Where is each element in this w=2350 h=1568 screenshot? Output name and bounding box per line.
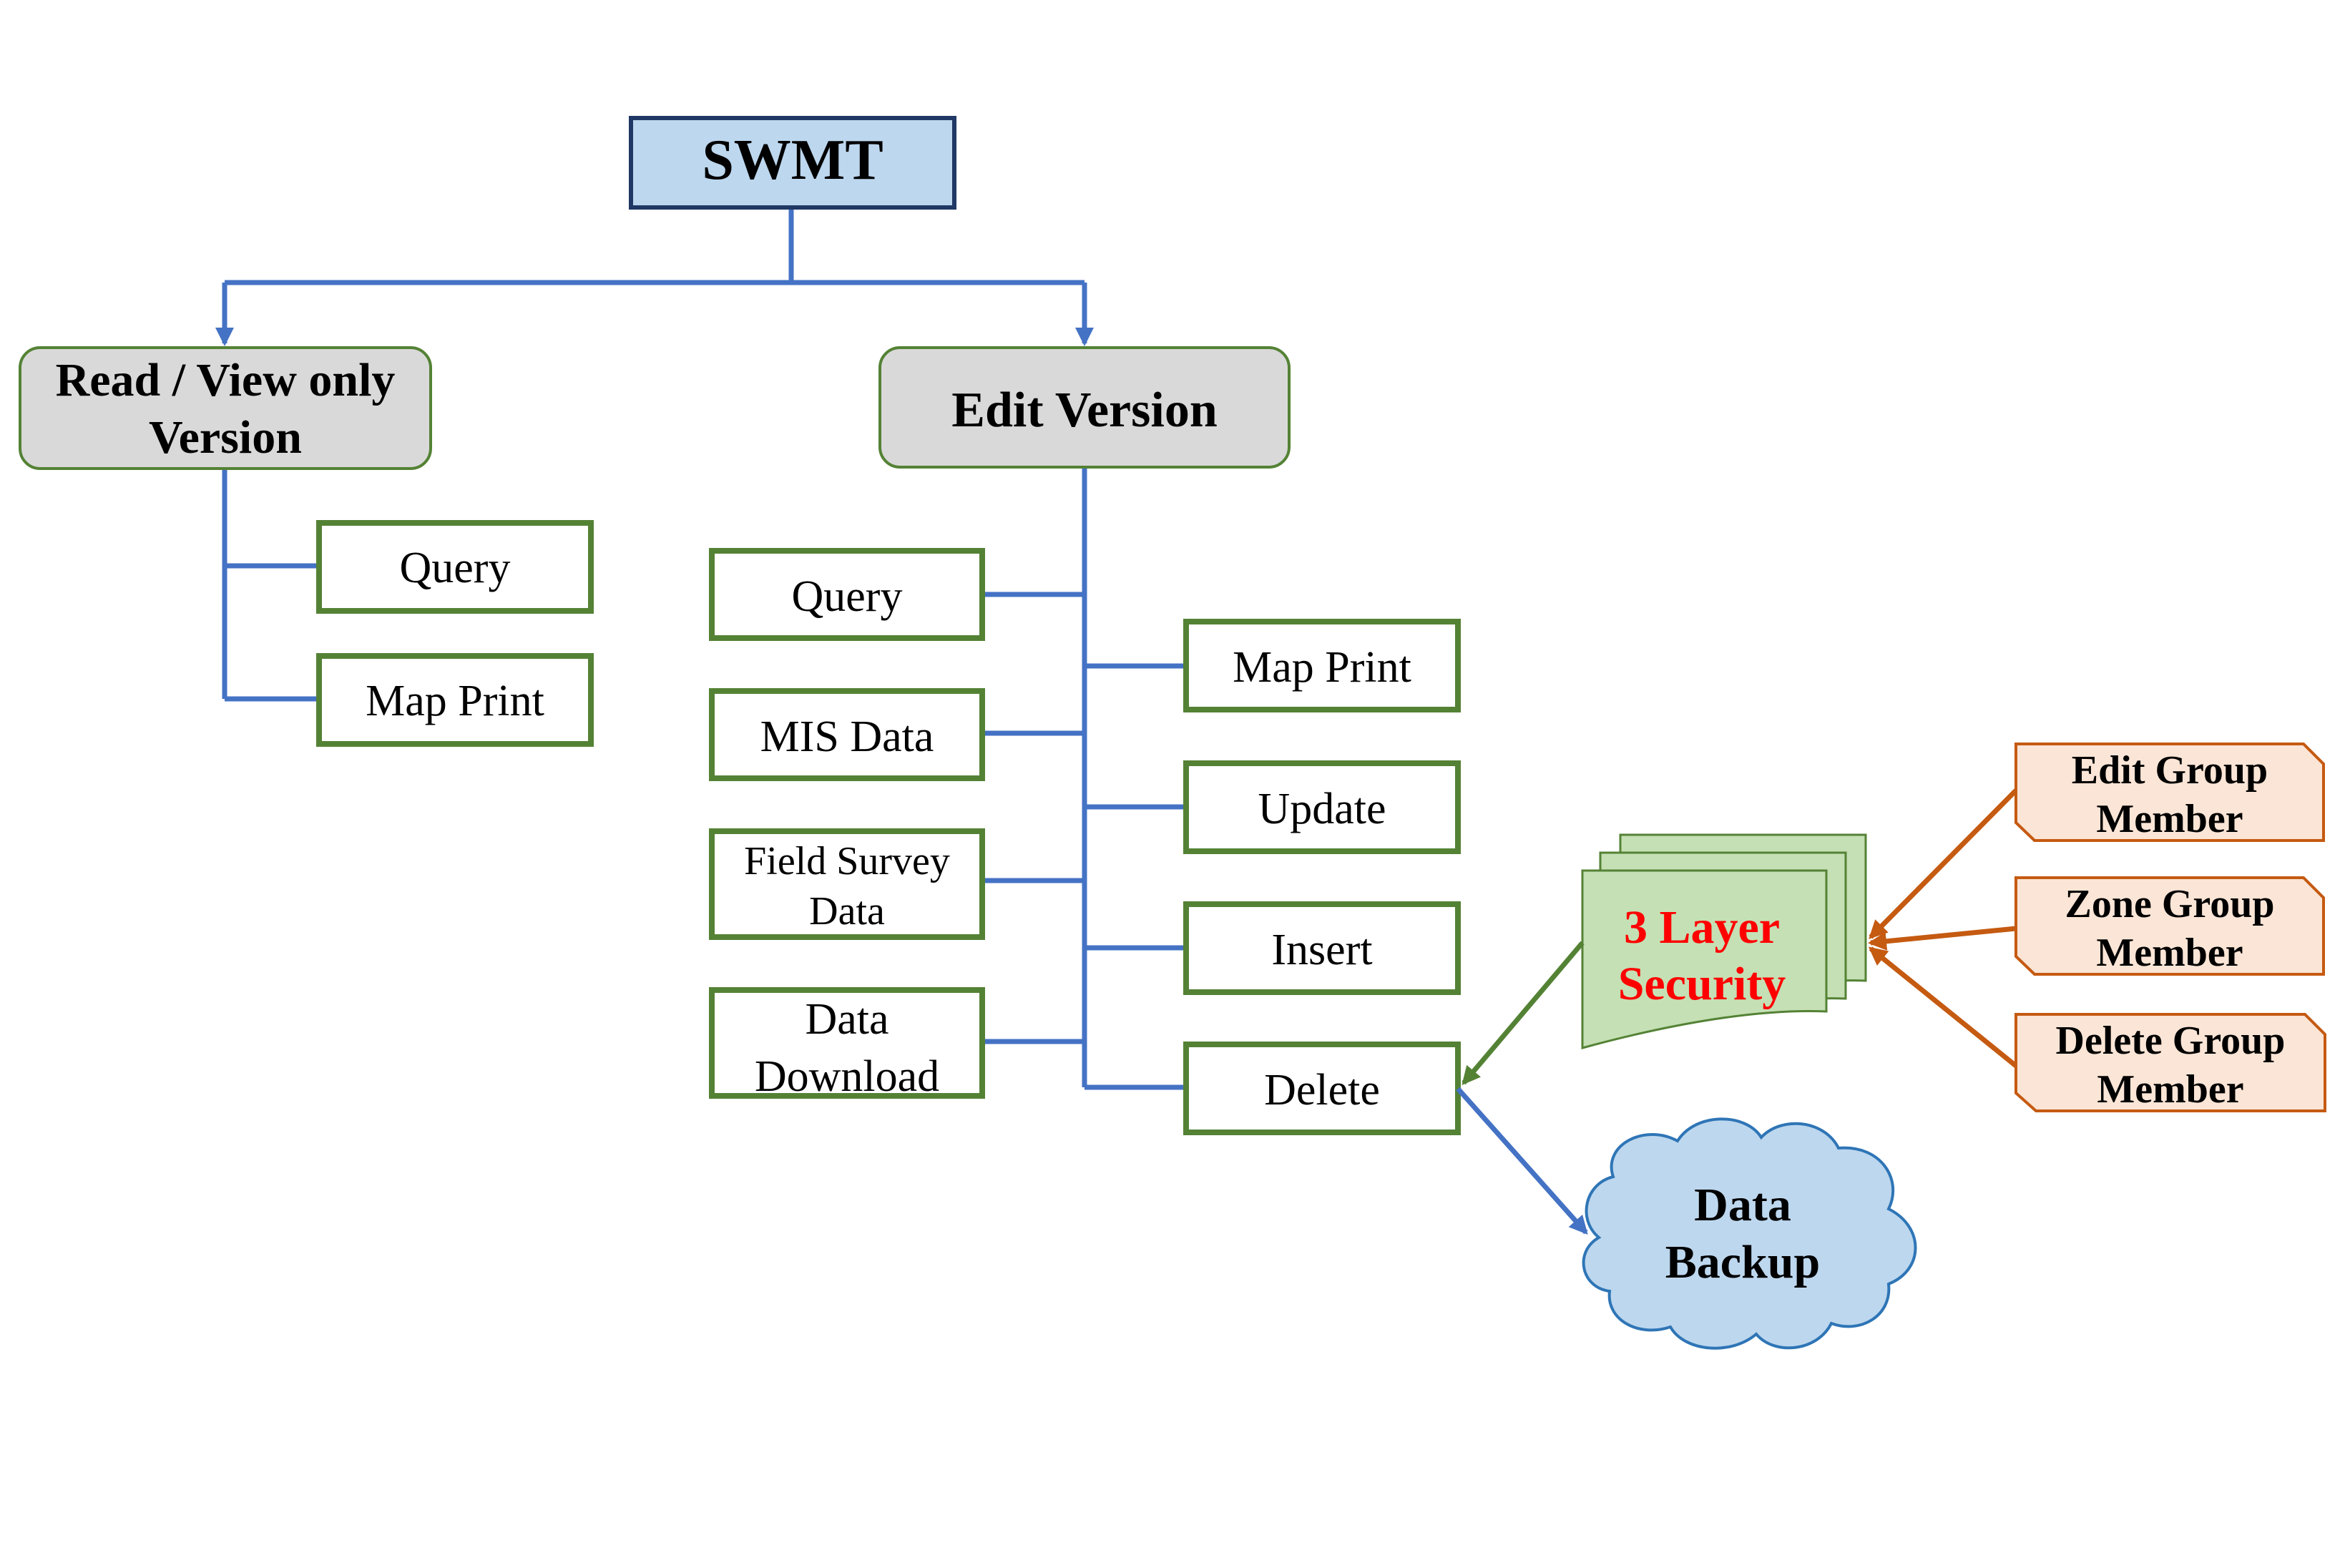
edit-mis-data-box: MIS Data — [709, 688, 985, 781]
backup-label-line2: Backup — [1665, 1236, 1820, 1288]
security-to-delete-arrow — [1462, 941, 1585, 1086]
edit-delete-label: Delete — [1264, 1066, 1380, 1114]
delete-group-tag: Delete Group Member — [2014, 1013, 2326, 1112]
edit-group-line2: Member — [2096, 797, 2243, 841]
delete-group-line1: Delete Group — [2056, 1019, 2286, 1063]
edit-mis-data-label: MIS Data — [760, 712, 934, 761]
security-label-line2: Security — [1618, 958, 1786, 1010]
edit-data-download-line1: Data — [805, 995, 888, 1044]
read-view-query-box: Query — [316, 520, 594, 614]
edit-query-label: Query — [792, 572, 903, 621]
edit-query-box: Query — [709, 548, 985, 641]
backup-label-line1: Data — [1694, 1179, 1791, 1231]
read-view-mapprint-label: Map Print — [366, 677, 544, 725]
read-view-label-line1: Read / View only — [56, 354, 396, 406]
tree-connectors — [215, 207, 1186, 1090]
edit-insert-box: Insert — [1183, 901, 1461, 995]
edit-node: Edit Version — [878, 346, 1291, 469]
edit-delete-box: Delete — [1183, 1042, 1461, 1135]
read-view-label-line2: Version — [149, 411, 302, 464]
zone-group-line1: Zone Group — [2065, 882, 2274, 926]
edit-data-download-line2: Download — [755, 1052, 939, 1101]
delete-group-line2: Member — [2097, 1067, 2243, 1112]
edit-update-label: Update — [1258, 785, 1386, 833]
zone-group-line2: Member — [2096, 931, 2243, 975]
edit-label: Edit Version — [951, 383, 1218, 438]
edit-update-box: Update — [1183, 760, 1461, 854]
edit-group-arrow — [1869, 788, 2018, 939]
read-view-mapprint-box: Map Print — [316, 653, 594, 747]
security-label-line1: 3 Layer — [1624, 901, 1780, 954]
read-view-node: Read / View only Version — [19, 346, 432, 470]
read-view-query-label: Query — [400, 544, 511, 592]
security-node: 3 Layer Security — [1581, 833, 1867, 1049]
edit-field-survey-line2: Data — [809, 889, 885, 934]
edit-insert-label: Insert — [1271, 926, 1372, 974]
root-label: SWMT — [702, 129, 883, 192]
delete-to-backup-arrow — [1456, 1087, 1588, 1235]
edit-mapprint-label: Map Print — [1233, 643, 1411, 692]
delete-group-arrow — [1868, 946, 2018, 1068]
zone-group-arrow — [1868, 926, 2017, 951]
backup-cloud: Data Backup — [1582, 1117, 1917, 1350]
zone-group-tag: Zone Group Member — [2014, 876, 2325, 976]
edit-group-tag: Edit Group Member — [2014, 743, 2325, 842]
edit-field-survey-box: Field Survey Data — [709, 828, 985, 940]
edit-field-survey-line1: Field Survey — [744, 839, 950, 883]
edit-data-download-box: Data Download — [709, 987, 985, 1101]
root-node: SWMT — [629, 116, 956, 210]
edit-mapprint-box: Map Print — [1183, 619, 1461, 712]
group-arrows — [1868, 788, 2018, 1068]
edit-group-line1: Edit Group — [2072, 748, 2268, 793]
